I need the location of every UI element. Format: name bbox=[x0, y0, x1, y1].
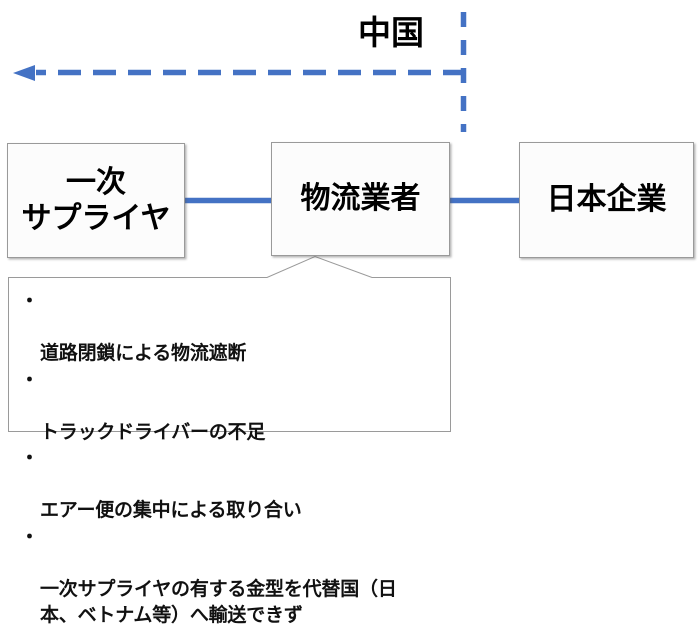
region-label-china: 中国 bbox=[358, 13, 424, 52]
callout-logistics-issues: ・ 道路閉鎖による物流遮断 ・ トラックドライバーの不足 ・ エアー便の集中によ… bbox=[8, 277, 451, 626]
list-item: ・ エアー便の集中による取り合い bbox=[18, 445, 441, 523]
entity-box-logistics-provider[interactable]: 物流業者 bbox=[271, 142, 450, 256]
entity-box-japanese-company-label: 日本企業 bbox=[546, 182, 667, 217]
list-item: ・ 道路閉鎖による物流遮断 bbox=[18, 288, 441, 366]
outbound-flow-arrowhead bbox=[13, 65, 35, 81]
list-item-label: トラックドライバーの不足 bbox=[40, 420, 266, 443]
list-item: ・ 一次サプライヤの有する金型を代替国（日 本、ベトナム等）へ輸送できず bbox=[18, 524, 441, 628]
entity-box-logistics-provider-label: 物流業者 bbox=[300, 181, 421, 216]
issue-list: ・ 道路閉鎖による物流遮断 ・ トラックドライバーの不足 ・ エアー便の集中によ… bbox=[18, 288, 441, 628]
list-item-label: 一次サプライヤの有する金型を代替国（日 本、ベトナム等）へ輸送できず bbox=[40, 577, 397, 626]
entity-box-primary-supplier[interactable]: 一次 サプライヤ bbox=[7, 143, 185, 258]
list-item: ・ トラックドライバーの不足 bbox=[18, 367, 441, 445]
entity-box-primary-supplier-label: 一次 サプライヤ bbox=[21, 164, 171, 236]
entity-box-japanese-company[interactable]: 日本企業 bbox=[519, 142, 694, 258]
list-item-label: エアー便の集中による取り合い bbox=[40, 499, 302, 521]
bullet-icon: ・ bbox=[20, 290, 39, 312]
diagram-canvas: 中国 一次 サプライヤ 物流業者 日本企業 ・ 道路閉鎖による物流遮断 ・ トラ… bbox=[7, 12, 694, 626]
bullet-icon: ・ bbox=[20, 525, 39, 548]
bullet-icon: ・ bbox=[20, 368, 39, 391]
list-item-label: 道路閉鎖による物流遮断 bbox=[40, 342, 247, 364]
bullet-icon: ・ bbox=[20, 447, 39, 469]
